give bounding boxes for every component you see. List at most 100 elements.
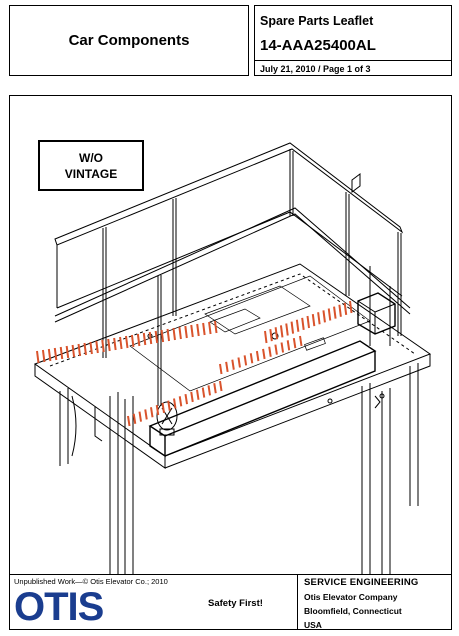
hatch-mark (125, 335, 129, 349)
hatch-mark (274, 344, 278, 355)
hatch-mark (262, 348, 266, 360)
hatch-mark (285, 323, 289, 336)
hatch-mark (264, 330, 268, 344)
hatch-mark (160, 329, 165, 343)
hatch-mark (77, 343, 82, 357)
footer-divider (10, 574, 451, 575)
copyright-notice: Unpublished Work—© Otis Elevator Co.; 20… (14, 577, 168, 586)
hatch-mark (138, 411, 142, 422)
address-line-city: Bloomfield, Connecticut (304, 606, 402, 616)
hatch-mark (249, 353, 254, 364)
hatch-mark (101, 339, 105, 353)
callout-line-2: VINTAGE (65, 167, 117, 181)
hatch-mark (71, 344, 76, 358)
hatch-mark (167, 400, 171, 411)
hatch-mark (127, 415, 131, 427)
hatch-mark (301, 317, 305, 330)
hatch-mark (155, 404, 160, 416)
hatch-mark (65, 345, 70, 359)
hatch-mark (231, 359, 235, 370)
hatch-mark (317, 312, 321, 325)
hatch-mark (142, 332, 147, 346)
document-title: Car Components (68, 32, 190, 49)
hatch-mark (327, 308, 332, 321)
hatch-mark (113, 337, 117, 351)
hatch-mark (214, 320, 218, 334)
hatch-mark (132, 413, 137, 424)
leaflet-info-box: Spare Parts Leaflet 14-AAA25400AL July 2… (254, 5, 452, 76)
hatch-mark (207, 385, 211, 396)
hatch-mark (178, 326, 182, 340)
hatch-mark (269, 329, 273, 342)
hatch-mark (172, 327, 176, 341)
document-title-box: Car Components (9, 5, 249, 76)
hatch-mark (173, 398, 177, 409)
hatch-mark (41, 349, 46, 363)
hatch-mark (286, 340, 291, 351)
hatch-mark (119, 336, 123, 350)
hatch-mark (89, 341, 93, 355)
hatch-mark (295, 319, 300, 332)
callout-box (38, 140, 144, 191)
address-line-company: Otis Elevator Company (304, 592, 398, 602)
hatch-mark (243, 355, 248, 366)
date-page-info: July 21, 2010 / Page 1 of 3 (260, 64, 371, 74)
svg-text:OTIS: OTIS (14, 586, 104, 626)
hatch-mark (59, 346, 64, 360)
divider (255, 60, 451, 61)
hatch-mark (53, 347, 58, 361)
hatch-mark (225, 361, 229, 372)
hatch-mark (268, 346, 272, 357)
hatch-mark (201, 387, 206, 398)
hatch-mark (338, 304, 342, 317)
hatch-mark (136, 333, 141, 347)
hatch-mark (184, 325, 188, 339)
hatch-mark (237, 357, 241, 368)
callout-line-1: W/O (79, 151, 103, 165)
hatch-mark (213, 383, 217, 394)
hatch-mark (83, 342, 87, 356)
hatch-mark (166, 328, 171, 342)
hatch-mark (107, 338, 111, 352)
hatch-mark (144, 409, 148, 420)
hatch-mark (299, 335, 303, 347)
hatch-mark (150, 407, 154, 418)
part-number: 14-AAA25400AL (260, 37, 376, 54)
top-guard-rail (54, 142, 404, 358)
hatch-mark (154, 330, 159, 344)
hatch-mark (219, 363, 223, 375)
hatch-mark (196, 389, 200, 400)
car-top-assembly-drawing: W/O VINTAGE (33, 140, 432, 574)
hatch-mark (196, 323, 200, 337)
otis-logo: OTIS (14, 586, 105, 626)
address-line-country: USA (304, 620, 322, 630)
hatch-mark (208, 321, 212, 335)
hatch-mark (202, 322, 206, 336)
hatch-mark (190, 391, 194, 403)
hatch-mark (311, 314, 316, 327)
hatch-mark (306, 315, 310, 329)
hatch-mark (279, 325, 284, 338)
hatch-mark (36, 350, 40, 364)
hatch-mark (292, 338, 297, 349)
mid-guard-rail (54, 207, 411, 406)
footer-column-divider (297, 574, 298, 629)
hatch-mark (274, 327, 279, 340)
inspection-station-box (357, 292, 396, 335)
hatch-mark (333, 306, 337, 319)
hatch-mark (280, 342, 285, 353)
highlight-hatch-a (36, 320, 223, 427)
left-crosshead (59, 388, 134, 574)
hatch-mark (161, 402, 165, 414)
hatch-mark (290, 321, 295, 334)
department-heading: SERVICE ENGINEERING (304, 577, 419, 588)
right-crosshead (361, 363, 419, 574)
hatch-mark (219, 380, 223, 392)
hatch-mark (47, 348, 52, 362)
hatch-mark (130, 334, 135, 348)
hatch-mark (255, 350, 260, 362)
hatch-mark (184, 393, 188, 405)
hatch-mark (148, 331, 153, 345)
hatch-mark (322, 310, 326, 323)
hatch-mark (178, 396, 183, 407)
